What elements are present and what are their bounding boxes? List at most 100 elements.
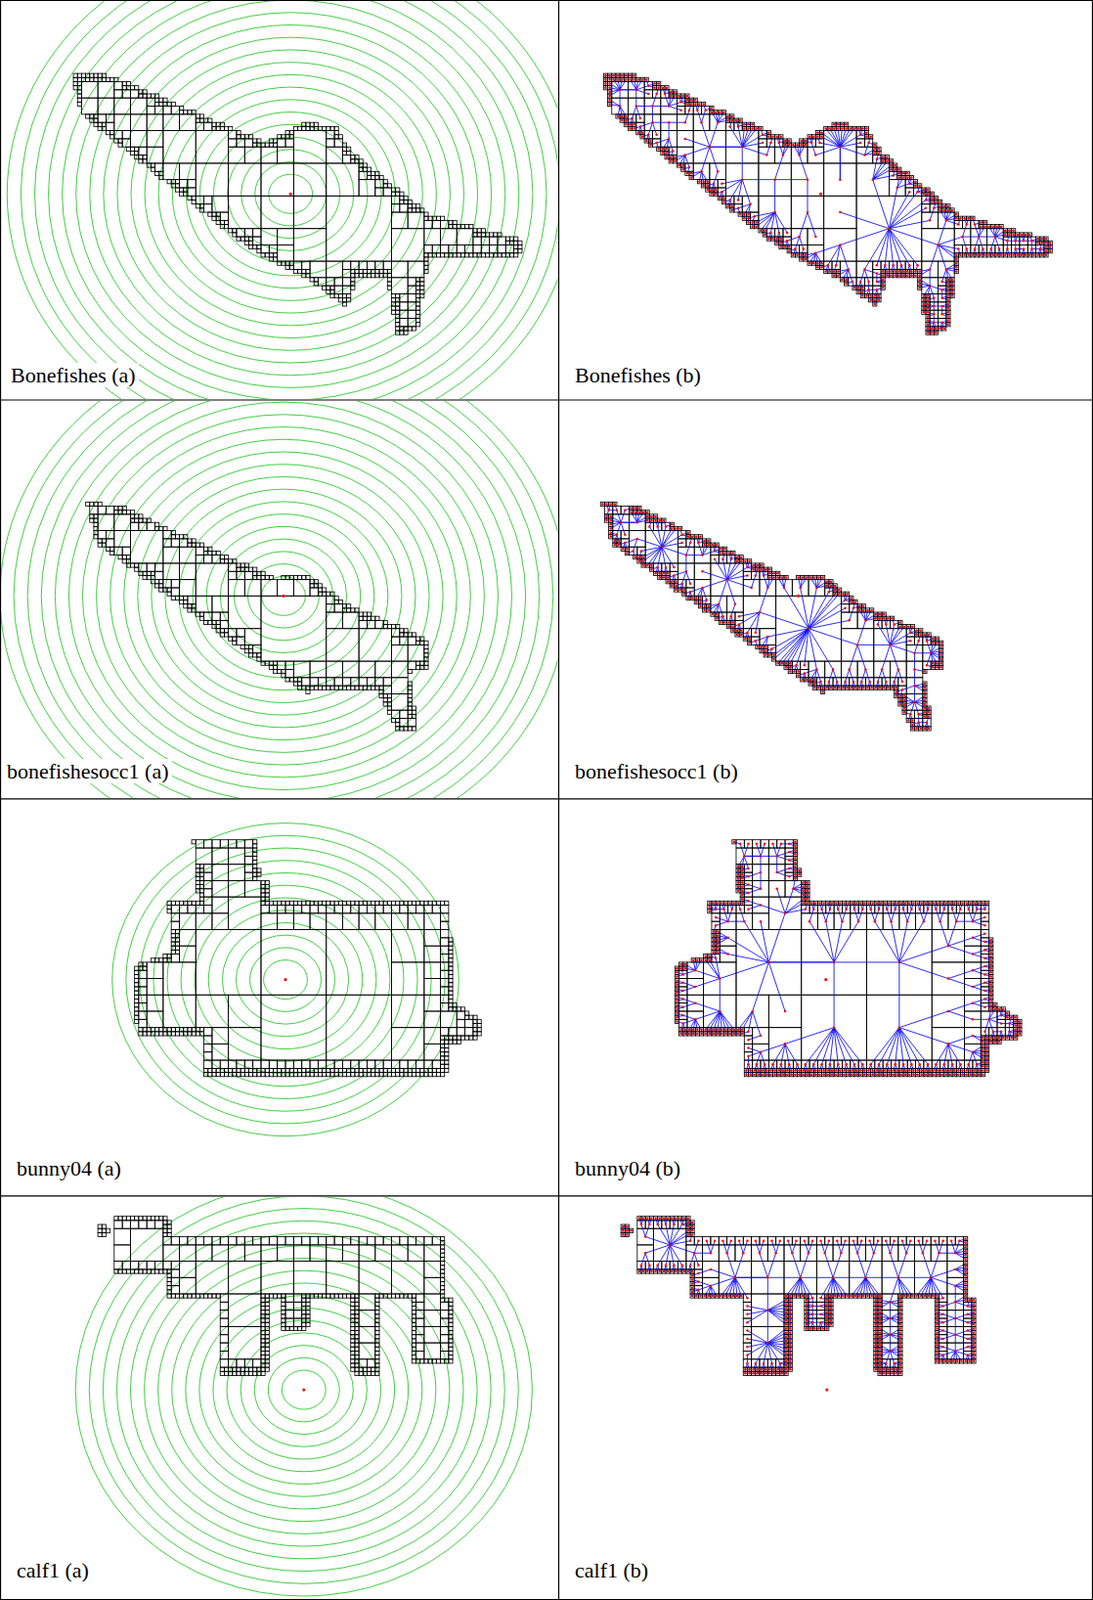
block-center (624, 115, 628, 119)
quadtree-block (514, 240, 519, 245)
block-center (808, 135, 812, 139)
quadtree-block (130, 131, 147, 148)
quadtree-block (978, 244, 987, 253)
block-center (701, 102, 705, 106)
quadtree-block (420, 277, 425, 282)
quadtree-block (783, 244, 787, 249)
skeleton-line (685, 155, 690, 169)
quadtree-block (954, 219, 962, 228)
block-center (716, 170, 720, 174)
block-center (698, 102, 701, 106)
skeleton-line (864, 153, 875, 156)
block-center (1000, 254, 1004, 258)
quadtree-block (150, 163, 155, 168)
quadtree-block (721, 195, 726, 200)
skeleton-line (636, 86, 650, 90)
block-center (620, 78, 624, 82)
block-center (728, 198, 732, 202)
quadtree-block (766, 138, 775, 147)
block-center (799, 258, 803, 262)
quadtree-block (676, 163, 681, 168)
block-center (1036, 237, 1040, 241)
quadtree-block (219, 219, 224, 224)
quadtree-block (174, 187, 179, 192)
quadtree-block (122, 81, 127, 86)
quadtree-block (216, 122, 220, 127)
quadtree-block (954, 261, 959, 265)
quadtree-block (721, 110, 726, 115)
quadtree-block (342, 268, 350, 277)
quadtree-block (399, 326, 404, 331)
quadtree-block (306, 126, 310, 131)
quadtree-block (489, 236, 498, 245)
quadtree-block (790, 253, 795, 258)
skeleton-line (839, 228, 889, 246)
block-center (1016, 233, 1020, 237)
quadtree-block (399, 204, 408, 213)
block-center (710, 188, 714, 192)
quadtree-block (350, 261, 359, 269)
block-center (910, 175, 914, 179)
quadtree-block (505, 240, 510, 245)
quadtree-block (807, 261, 812, 265)
block-center (810, 141, 814, 145)
quadtree-block (379, 273, 384, 278)
quadtree-block (395, 306, 400, 310)
block-center (812, 135, 816, 139)
quadtree-block (970, 253, 975, 258)
block-center (686, 172, 690, 175)
quadtree-block (484, 253, 489, 258)
quadtree-block (77, 77, 82, 82)
quadtree-block (130, 150, 134, 155)
block-center (1020, 233, 1024, 237)
quadtree-block (379, 174, 384, 179)
quadtree-block (334, 138, 343, 147)
quadtree-block (432, 244, 440, 253)
block-center (750, 224, 754, 228)
quadtree-block (350, 273, 355, 278)
block-center (1041, 254, 1045, 258)
quadtree-block (505, 253, 510, 258)
skeleton-line (666, 138, 669, 149)
quadtree-block (762, 228, 767, 233)
skeleton-line (668, 106, 682, 111)
skeleton-line (888, 200, 926, 229)
skeleton-line (630, 79, 637, 89)
quadtree-block (701, 106, 710, 115)
block-center (737, 198, 741, 202)
block-center (1011, 229, 1015, 233)
quadtree-block (395, 318, 400, 323)
quadtree-block (505, 236, 510, 241)
block-center (1016, 254, 1020, 258)
block-center (1045, 254, 1049, 258)
skeleton-line (929, 208, 934, 221)
quadtree-block (298, 126, 303, 131)
quadtree-block (844, 281, 849, 286)
quadtree-block (122, 86, 127, 90)
skeleton-line (652, 105, 669, 107)
skeleton-line (699, 171, 701, 181)
quadtree-block (257, 244, 262, 249)
quadtree-block (179, 110, 184, 115)
quadtree-block (407, 309, 416, 318)
quadtree-block (326, 163, 359, 196)
block-center (979, 254, 983, 258)
quadtree-block (253, 228, 262, 237)
quadtree-block (330, 293, 335, 298)
quadtree-block (640, 134, 645, 139)
quadtree-block (183, 110, 188, 115)
block-center (737, 207, 741, 211)
block-center (761, 141, 765, 145)
quadtree-block (302, 122, 307, 127)
skeleton-line (933, 298, 935, 307)
block-center (608, 102, 612, 106)
block-center (865, 135, 869, 139)
quadtree-block (999, 224, 1004, 229)
quadtree-block (705, 179, 710, 184)
quadtree-block (1006, 232, 1011, 237)
block-center (825, 269, 829, 273)
quadtree-block (693, 106, 701, 115)
quadtree-block (138, 159, 143, 164)
quadtree-block (440, 228, 458, 246)
